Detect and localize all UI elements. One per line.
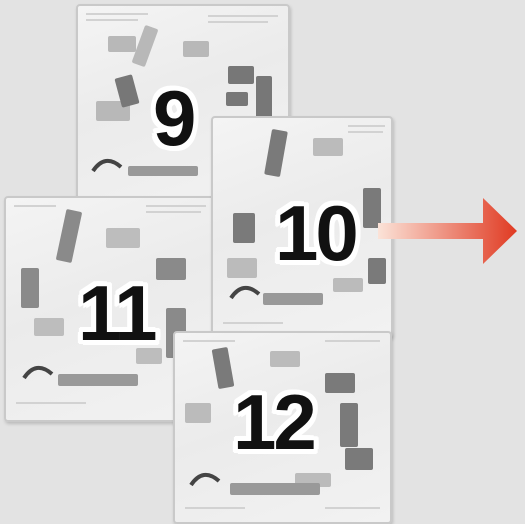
parts-bag-10: 10 — [211, 116, 393, 338]
arrow-right-icon — [378, 196, 518, 266]
bag-number-12: 12 — [233, 383, 314, 461]
bag-number-9: 9 — [153, 79, 193, 157]
bag-number-11: 11 — [78, 274, 154, 352]
parts-bag-12: 12 — [173, 331, 392, 524]
bag-number-10: 10 — [275, 194, 356, 272]
